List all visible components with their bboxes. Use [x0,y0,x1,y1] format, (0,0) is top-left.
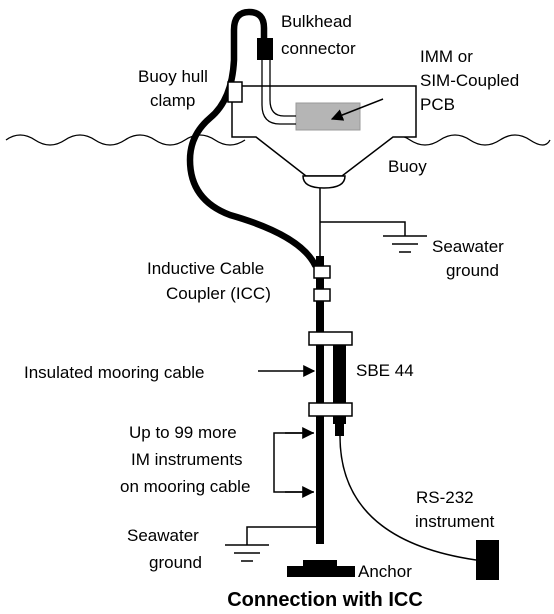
imm-label: SIM-Coupled [420,71,519,90]
rs232-label: RS-232 [416,488,474,507]
sbe44-foot [335,424,344,436]
up-to-bracket [273,432,314,493]
water-surface [5,134,551,146]
icc-label: Inductive Cable [147,259,264,278]
rs232-cable [339,435,477,561]
anchor-top [303,560,337,566]
internal-wire [261,60,296,125]
sbe44-label: SBE 44 [356,361,414,380]
bulkhead-label: connector [281,39,356,58]
icc-top [313,265,331,279]
rs232-instrument [476,540,499,580]
pcb-arrow [330,98,384,121]
seawater-ground-bottom [225,526,320,562]
icc-label: Coupler (ICC) [166,284,271,303]
anchor-base [287,566,355,577]
insulated-cable-label: Insulated mooring cable [24,363,205,382]
bulkhead-connector [257,38,273,60]
buoy-hull-label: Buoy hull [138,67,208,86]
sbe44-clamp-bottom [308,402,353,417]
pcb-box [295,102,361,131]
icc-bottom [313,288,331,302]
figure-caption: Connection with ICC [227,589,423,611]
bulkhead-label: Bulkhead [281,12,352,31]
seawater-ground-top [320,221,427,253]
seawater-ground-bottom-label: ground [149,553,202,572]
up-to-label: IM instruments [131,450,242,469]
bulkhead-cable [186,8,324,272]
buoy-hull-clamp [227,81,243,103]
seawater-ground-top-label: Seawater [432,237,504,256]
buoy-dome [302,175,346,189]
up-to-label: on mooring cable [120,477,250,496]
insulated-mooring-cable [316,304,324,544]
internal-wire [269,60,296,117]
imm-label: IMM or [420,47,473,66]
buoy-label: Buoy [388,157,427,176]
anchor-label: Anchor [358,562,412,581]
seawater-ground-top-label: ground [446,261,499,280]
rs232-label: instrument [415,512,495,531]
up-to-label: Up to 99 more [129,423,237,442]
sbe44-clamp-top [308,331,353,346]
imm-label: PCB [420,95,455,114]
seawater-ground-bottom-label: Seawater [127,526,199,545]
buoy-hull-label: clamp [150,91,195,110]
